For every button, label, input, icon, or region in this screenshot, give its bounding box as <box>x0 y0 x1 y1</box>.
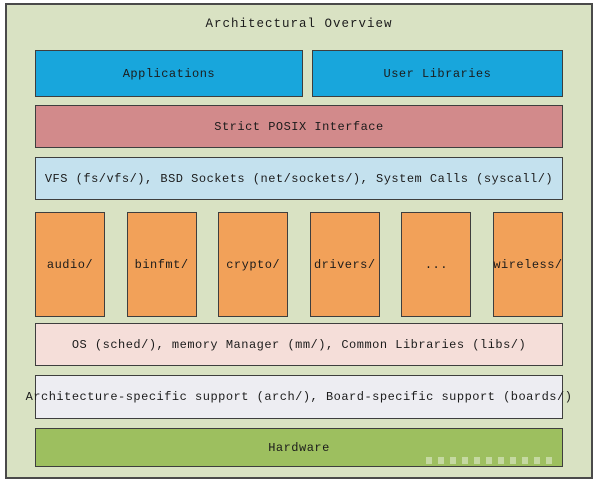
watermark-smudge <box>426 457 556 464</box>
module-box-binfmt: binfmt/ <box>126 212 197 317</box>
hardware-box: Hardware <box>35 428 563 467</box>
module-box-wireless: wireless/ <box>492 212 563 317</box>
diagram-title: Architectural Overview <box>205 17 393 31</box>
module-box-audio: audio/ <box>35 212 105 317</box>
user-layer-row: Applications User Libraries <box>35 50 563 97</box>
user-libraries-box: User Libraries <box>311 50 563 97</box>
module-box-crypto: crypto/ <box>218 212 289 317</box>
hardware-label: Hardware <box>268 440 330 455</box>
architecture-diagram-frame: Architectural Overview Applications User… <box>5 3 593 479</box>
arch-support-box: Architecture-specific support (arch/), B… <box>26 375 572 419</box>
os-layer-box: OS (sched/), memory Manager (mm/), Commo… <box>35 323 563 366</box>
module-box-ellipsis: ... <box>401 212 472 317</box>
posix-interface-box: Strict POSIX Interface <box>35 105 563 148</box>
applications-box: Applications <box>35 50 303 97</box>
vfs-syscalls-box: VFS (fs/vfs/), BSD Sockets (net/sockets/… <box>35 157 563 200</box>
module-box-drivers: drivers/ <box>309 212 380 317</box>
kernel-modules-row: audio/ binfmt/ crypto/ drivers/ ... wire… <box>35 212 563 317</box>
